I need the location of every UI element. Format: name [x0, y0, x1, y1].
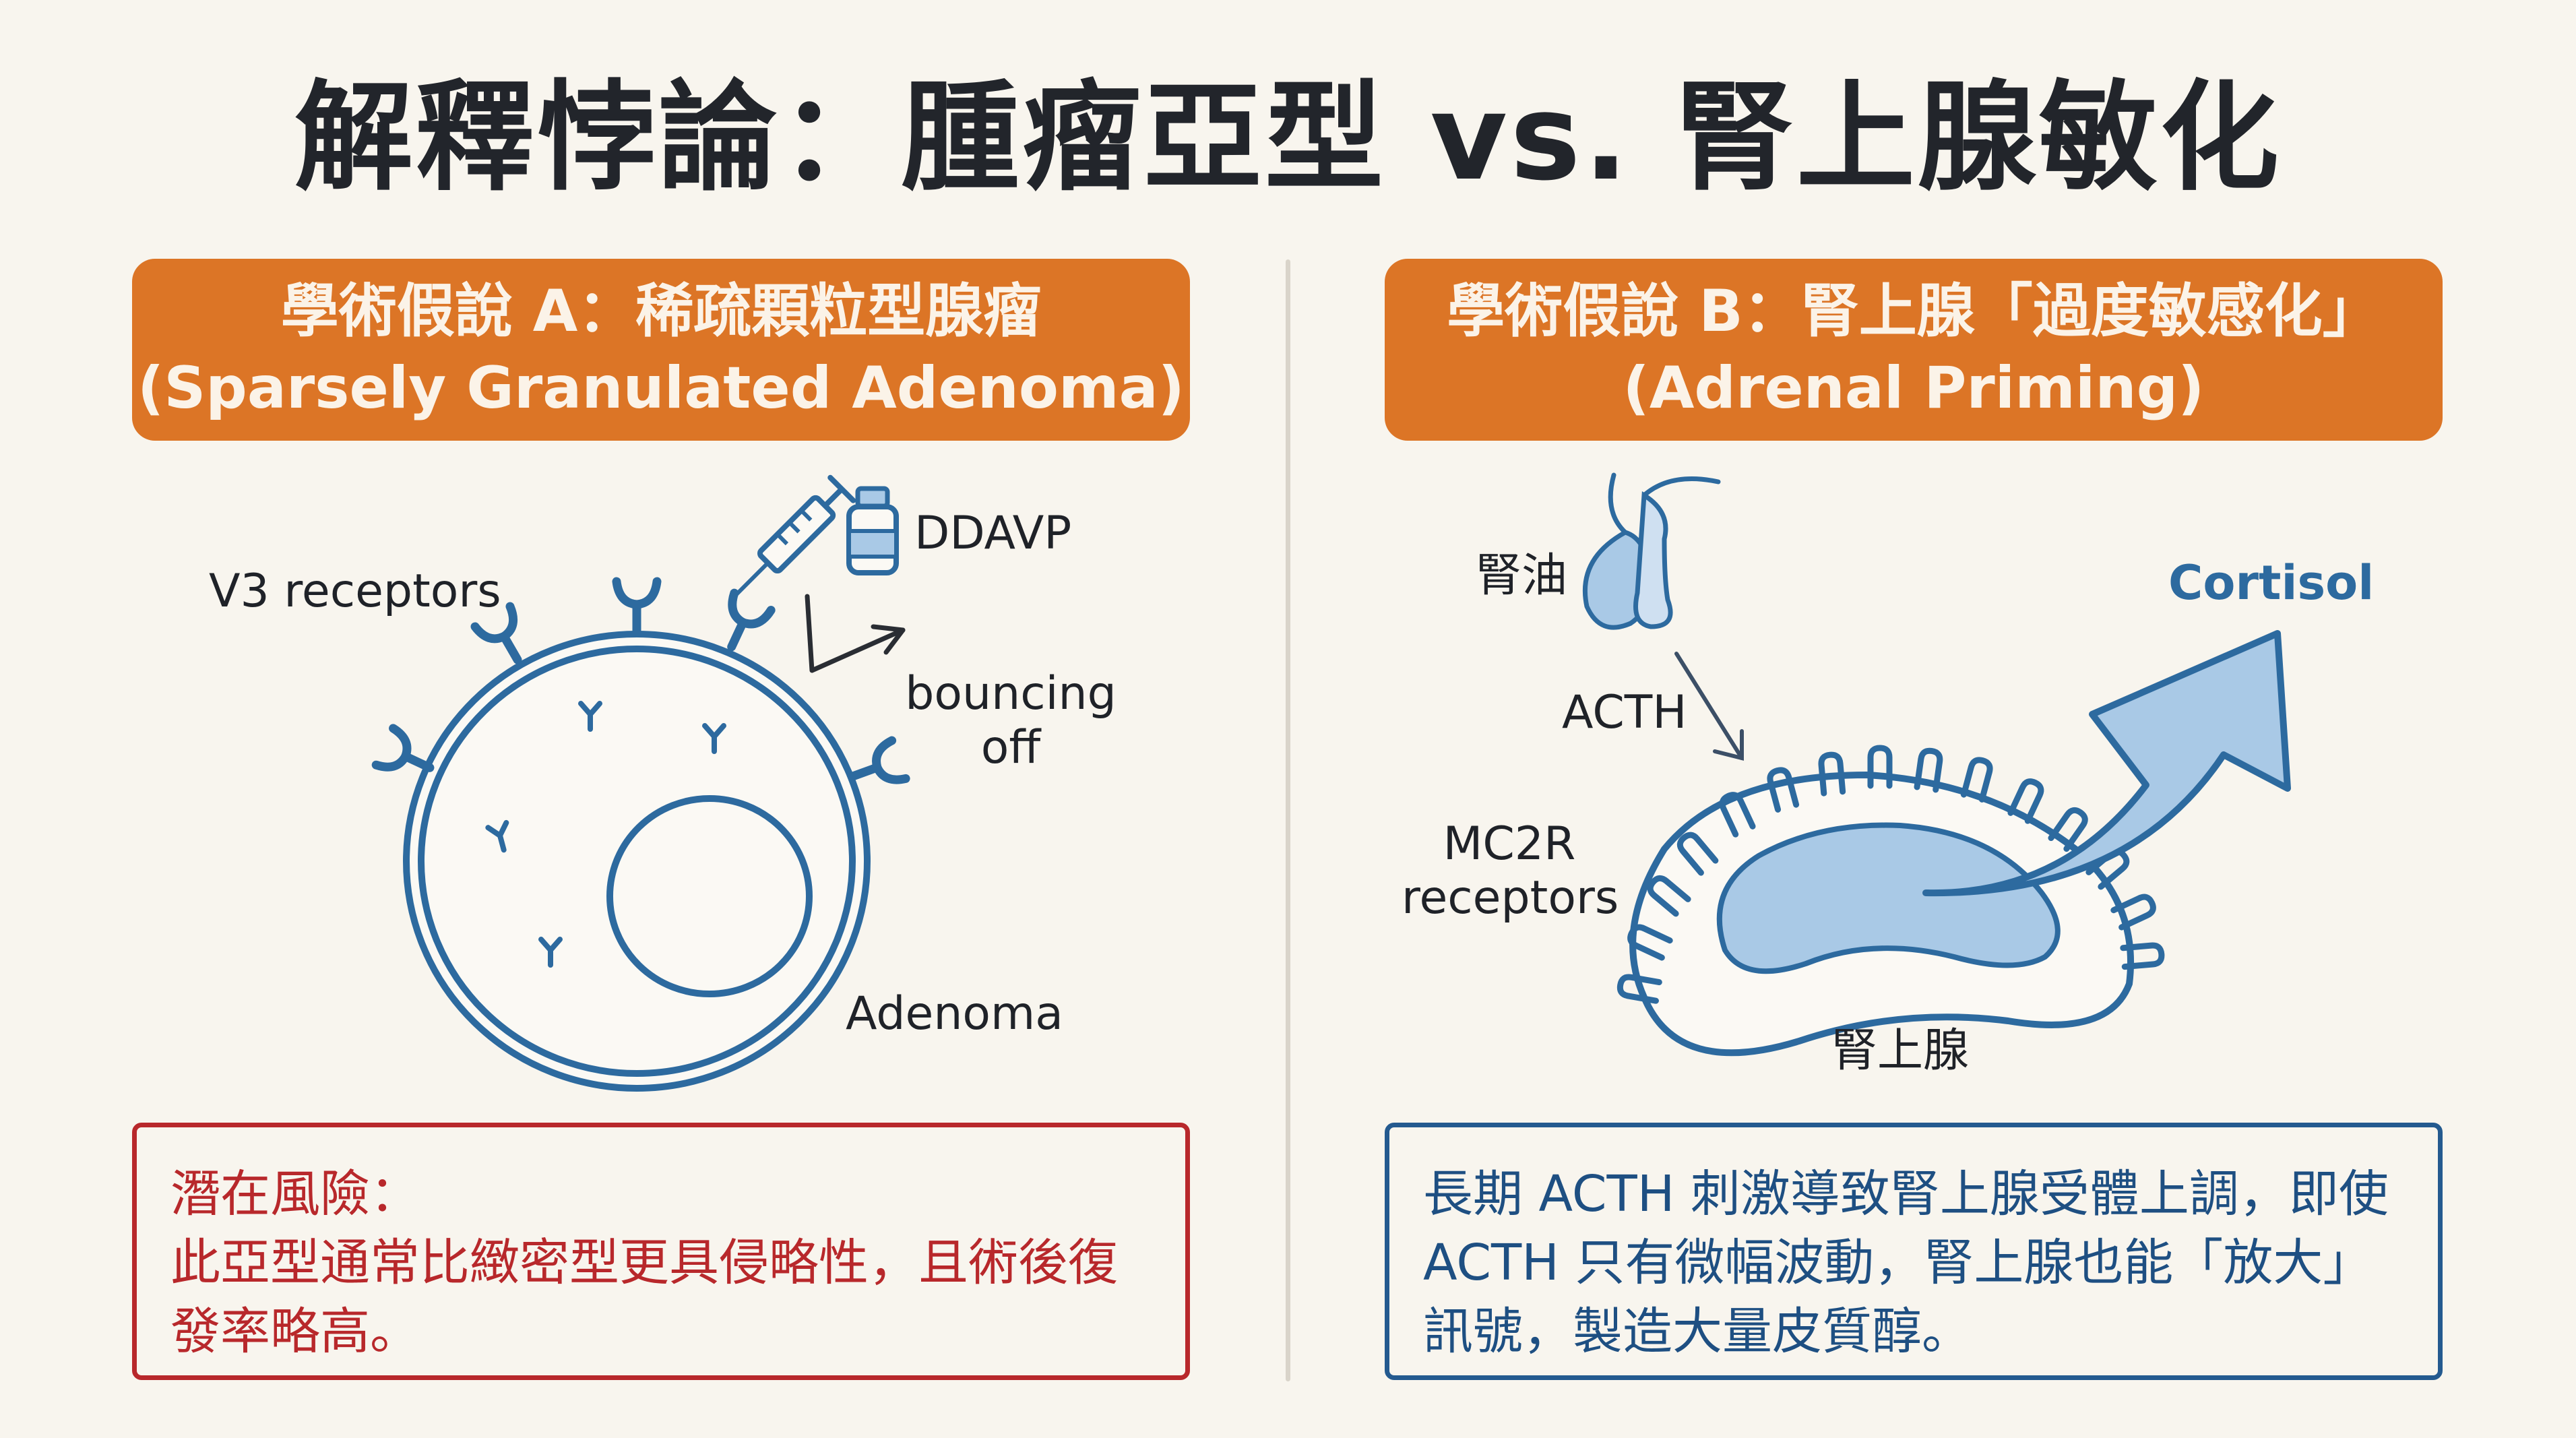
explanation-box: 長期 ACTH 刺激導致腎上腺受體上調，即使 ACTH 只有微幅波動，腎上腺也能… — [1385, 1123, 2443, 1380]
page-title: 解釋悖論：腫瘤亞型 vs. 腎上腺敏化 — [294, 69, 2282, 207]
acth-label: ACTH — [1562, 686, 1687, 739]
adenoma-cell — [403, 631, 871, 1092]
bounce-arrow-icon — [805, 594, 906, 673]
hypothesis-a-banner: 學術假說 A：稀疏顆粒型腺瘤 (Sparsely Granulated Aden… — [132, 259, 1190, 441]
risk-box-line-3: 發率略高。 — [170, 1303, 420, 1361]
explanation-box-line-3: 訊號，製造大量皮質醇。 — [1423, 1303, 1972, 1361]
hypothesis-b-banner: 學術假說 B：腎上腺「過度敏感化」 (Adrenal Priming) — [1385, 259, 2443, 441]
syringe-icon — [732, 474, 856, 598]
hypothesis-b-subtitle: (Adrenal Priming) — [1623, 354, 2205, 422]
acth-arrow-icon — [1674, 652, 1744, 761]
nucleus — [606, 795, 813, 997]
pituitary-icon — [1582, 472, 1721, 630]
vial-icon — [846, 486, 899, 575]
mc2r-receptors-label: MC2R receptors — [1402, 817, 1619, 925]
hypothesis-a-title: 學術假說 A：稀疏顆粒型腺瘤 — [280, 278, 1042, 345]
risk-box-line-2: 此亞型通常比緻密型更具侵略性，且術後復 — [170, 1234, 1118, 1292]
cortisol-label: Cortisol — [2168, 555, 2375, 611]
adenoma-label: Adenoma — [846, 987, 1063, 1040]
adrenal-label: 腎上腺 — [1831, 1024, 1970, 1077]
pituitary-label: 腎油 — [1476, 549, 1568, 602]
bouncing-off-label: bouncing off — [905, 667, 1117, 774]
adrenal-gland-icon — [1619, 748, 2162, 1057]
panel-divider — [1286, 259, 1290, 1381]
risk-box: 潛在風險： 此亞型通常比緻密型更具侵略性，且術後復 發率略高。 — [132, 1123, 1190, 1380]
hypothesis-a-subtitle: (Sparsely Granulated Adenoma) — [137, 354, 1185, 422]
risk-box-line-1: 潛在風險： — [170, 1165, 420, 1223]
explanation-box-line-1: 長期 ACTH 刺激導致腎上腺受體上調，即使 — [1423, 1165, 2389, 1223]
v3-receptors-label: V3 receptors — [209, 565, 501, 618]
cortisol-arrow-icon — [1922, 630, 2291, 897]
explanation-box-line-2: ACTH 只有微幅波動，腎上腺也能「放大」 — [1423, 1234, 2373, 1292]
hypothesis-b-title: 學術假說 B：腎上腺「過度敏感化」 — [1447, 278, 2381, 345]
ddavp-label: DDAVP — [914, 507, 1072, 560]
